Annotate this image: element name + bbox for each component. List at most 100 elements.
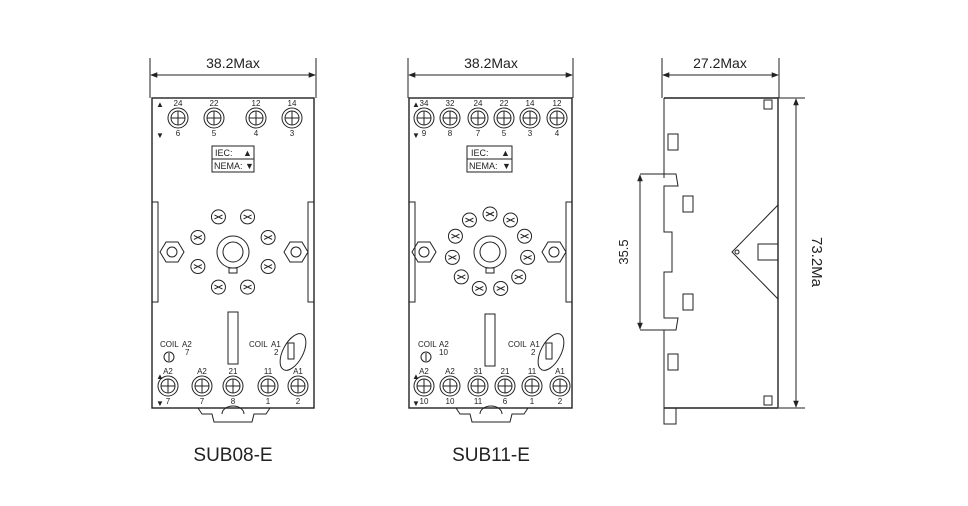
coil-a1-upper: A1 xyxy=(271,340,281,349)
right-rail xyxy=(565,201,573,303)
iec-label: IEC: xyxy=(471,148,489,158)
socket-pin xyxy=(444,249,460,265)
side-clip-3 xyxy=(682,293,694,311)
side-foot xyxy=(663,408,677,425)
din-clip xyxy=(455,405,529,423)
coil-a2-upper: A2 xyxy=(182,340,192,349)
terminal-screw xyxy=(439,375,461,397)
nema-label: NEMA: xyxy=(469,161,498,171)
down-arrow-marker: ▼ xyxy=(412,131,420,140)
mounting-nut-right xyxy=(541,241,567,263)
nema-down-arrow: ▼ xyxy=(245,161,254,171)
socket-pin xyxy=(503,212,519,228)
terminal-number-upper: 21 xyxy=(501,367,510,376)
terminal-number-upper: 11 xyxy=(528,367,537,376)
up-arrow-marker-bottom: ▲ xyxy=(412,372,420,381)
top-right-notch xyxy=(763,99,773,110)
mounting-nut-right xyxy=(283,241,309,263)
left-rail xyxy=(408,201,416,303)
right-rail xyxy=(307,201,315,303)
terminal-number-upper: A1 xyxy=(293,367,303,376)
coil-label-left: COIL xyxy=(160,340,179,349)
terminal-number-lower: 7 xyxy=(476,129,481,138)
terminal-number-upper: 11 xyxy=(264,367,273,376)
iec-nema-indicator: IEC: ▲ NEMA: ▼ xyxy=(211,145,255,173)
height-dimension-label: 73.2Ma xyxy=(808,237,825,288)
terminal-number-upper: 22 xyxy=(210,99,219,108)
coil-a2-upper: A2 xyxy=(439,340,449,349)
center-slot xyxy=(484,313,496,367)
bottom-right-notch xyxy=(763,395,773,406)
coil-a2-lower: 10 xyxy=(439,348,448,357)
latch-triangle xyxy=(731,204,779,300)
terminal-screw xyxy=(167,107,189,129)
nema-label: NEMA: xyxy=(214,161,243,171)
terminal-number-lower: 11 xyxy=(474,397,483,406)
terminal-number-lower: 7 xyxy=(200,397,205,406)
socket-pin xyxy=(471,280,487,296)
terminal-number-lower: 3 xyxy=(528,129,533,138)
socket-pin xyxy=(511,269,527,285)
terminal-screw xyxy=(413,375,435,397)
socket-pin xyxy=(520,249,536,265)
terminal-number-lower: 4 xyxy=(254,129,259,138)
socket-pin xyxy=(453,269,469,285)
terminal-number-upper: 24 xyxy=(474,99,483,108)
terminal-number-lower: 5 xyxy=(502,129,507,138)
socket-pin xyxy=(190,259,206,275)
socket-body xyxy=(151,97,315,409)
terminal-number-upper: A2 xyxy=(419,367,429,376)
din-rail-profile xyxy=(640,173,679,331)
terminal-screw xyxy=(245,107,267,129)
socket-pin xyxy=(447,228,463,244)
mounting-nut-left xyxy=(411,241,437,263)
terminal-number-lower: 6 xyxy=(176,129,181,138)
coil-diode-link-right xyxy=(537,333,565,371)
socket-pin xyxy=(461,212,477,228)
terminal-number-lower: 2 xyxy=(558,397,563,406)
terminal-number-lower: 2 xyxy=(296,397,301,406)
terminal-screw xyxy=(439,107,461,129)
terminal-number-lower: 1 xyxy=(266,397,271,406)
socket-pin xyxy=(482,206,498,222)
coil-label-left: COIL xyxy=(418,340,437,349)
terminal-screw xyxy=(467,107,489,129)
side-width-dimension-label: 27.2Max xyxy=(693,55,747,71)
down-arrow-marker-bottom: ▼ xyxy=(412,399,420,408)
terminal-screw xyxy=(467,375,489,397)
socket-side-view: 27.2Max 35.5 73.2Ma xyxy=(616,55,825,425)
model-caption: SUB08-E xyxy=(193,445,272,466)
side-clip-1 xyxy=(667,133,679,151)
terminal-screw xyxy=(257,375,279,397)
terminal-screw xyxy=(281,107,303,129)
terminal-number-upper: 21 xyxy=(229,367,238,376)
nema-down-arrow: ▼ xyxy=(502,161,511,171)
terminal-number-lower: 4 xyxy=(555,129,560,138)
socket-pin xyxy=(260,229,276,245)
terminal-number-lower: 6 xyxy=(503,397,508,406)
socket-pin xyxy=(190,229,206,245)
terminal-number-upper: 24 xyxy=(174,99,183,108)
coil-indicator-left xyxy=(420,351,432,363)
iec-up-arrow: ▲ xyxy=(501,148,510,158)
terminal-number-upper: 32 xyxy=(446,99,455,108)
down-arrow-marker: ▼ xyxy=(156,131,164,140)
latch-pivot xyxy=(734,249,740,255)
terminal-number-upper: A2 xyxy=(197,367,207,376)
terminal-screw xyxy=(519,107,541,129)
up-arrow-marker-bottom: ▲ xyxy=(156,372,164,381)
center-slot xyxy=(227,311,239,365)
coil-label-right: COIL xyxy=(249,340,268,349)
terminal-number-lower: 3 xyxy=(290,129,295,138)
terminal-number-lower: 8 xyxy=(231,397,236,406)
terminal-number-upper: 34 xyxy=(420,99,429,108)
side-clip-4 xyxy=(667,353,679,371)
octal-socket-center xyxy=(190,209,276,295)
mounting-nut-left xyxy=(159,241,185,263)
terminal-number-lower: 8 xyxy=(448,129,453,138)
